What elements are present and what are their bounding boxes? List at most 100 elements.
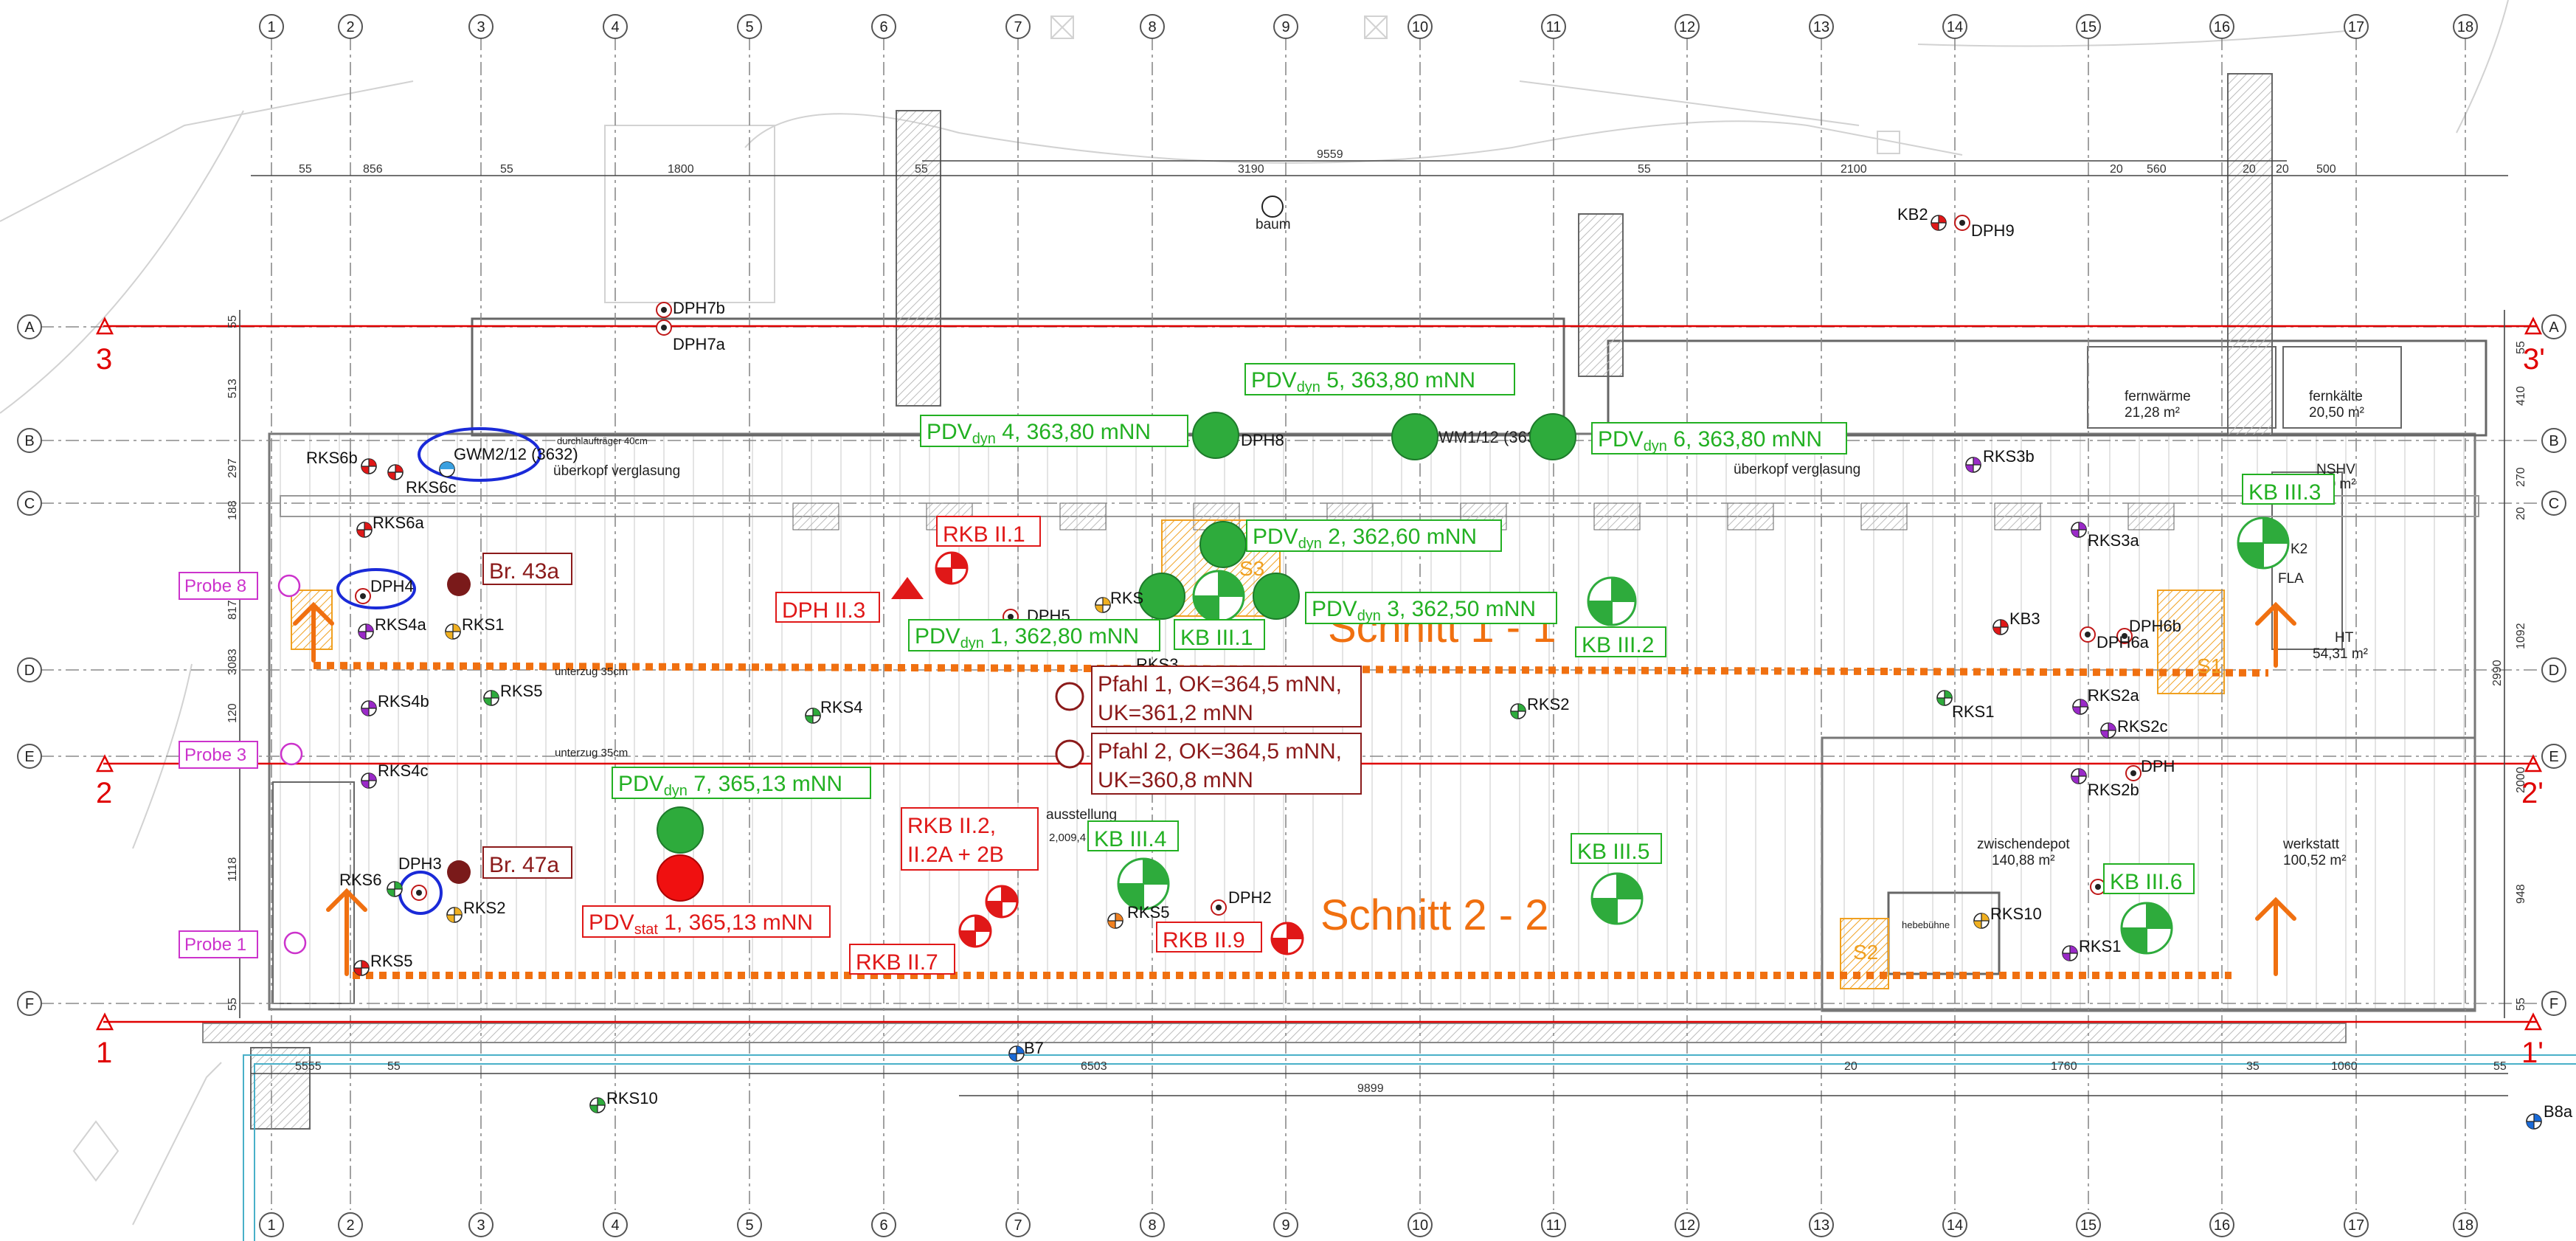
section-markers: 3 2 1 3' 2' 1' — [95, 317, 2545, 1069]
dim-right: 270 — [2515, 467, 2527, 487]
pdv-stat1-point — [657, 854, 704, 902]
kb-iii2-label-text: KB III.2 — [1582, 633, 1654, 657]
br47a-label: Br. 47a — [482, 846, 572, 879]
dph-kb-iii6-symbol — [2090, 879, 2106, 895]
br47a-label-text: Br. 47a — [489, 853, 559, 877]
grid-column-bubble: 4 — [603, 14, 628, 39]
pdv-stat1-label-text: PDVstat 1, 365,13 mNN — [589, 910, 813, 938]
kb-iii5-label-text: KB III.5 — [1577, 840, 1649, 864]
grid-column-label: 8 — [1148, 19, 1156, 35]
dim-top: 560 — [2147, 163, 2167, 176]
grid-row-bubble: A — [17, 314, 42, 339]
grid-column-bubble: 10 — [1408, 14, 1433, 39]
grid-column-bubble: 5 — [737, 1212, 762, 1237]
rks6b-symbol-label: RKS6b — [306, 449, 358, 467]
kb-iii2-label: KB III.2 — [1575, 626, 1666, 657]
probe1-label: Probe 1 — [184, 935, 246, 955]
grid-column-label: 12 — [1679, 1217, 1695, 1234]
dim-left: 3083 — [226, 649, 239, 675]
pdv6-point — [1529, 413, 1576, 460]
dim-left: 55 — [226, 315, 239, 328]
rks1-br-symbol: RKS1 — [2062, 937, 2121, 961]
s2-label: S2 — [1853, 941, 1878, 964]
grid-row-bubble: B — [2541, 428, 2566, 453]
grid-column-bubble: 3 — [468, 1212, 494, 1237]
rkb-ii7-label: RKB II.7 — [849, 944, 955, 975]
pfahl2-label: Pfahl 2, OK=364,5 mNN,UK=360,8 mNN — [1091, 733, 1362, 795]
gwm2-symbol: GWM2/12 (3632) — [439, 445, 578, 477]
dph7b-symbol-label: DPH7b — [673, 299, 725, 317]
schnitt-2-label: Schnitt 2 - 2 — [1320, 891, 1548, 939]
grid-row-bubble: C — [2541, 491, 2566, 516]
dim-right: 948 — [2515, 884, 2527, 904]
dph4-symbol: DPH4 — [355, 577, 414, 604]
dim-left: 1118 — [226, 857, 239, 882]
grid-column-bubble: 2 — [338, 1212, 363, 1237]
dim-bottom: 55 — [2493, 1060, 2507, 1073]
pdv4-label-text: PDVdyn 4, 363,80 mNN — [927, 420, 1151, 447]
grid-column-bubble: 9 — [1273, 14, 1298, 39]
grid-row-label: F — [2549, 996, 2558, 1012]
rks5-top-symbol-label: RKS5 — [500, 682, 542, 700]
rkb-ii1-label-text: RKB II.1 — [943, 522, 1025, 547]
grid-column-label: 10 — [1412, 19, 1428, 35]
pfahl2-label-text: Pfahl 2, OK=364,5 mNN, — [1098, 739, 1342, 764]
dph6a-symbol: DPH6a — [2097, 628, 2150, 651]
room-ausstellung: ausstellung — [1046, 807, 1117, 823]
grid-row-label: D — [24, 663, 35, 679]
rks2c-symbol: RKS2c — [2100, 717, 2167, 739]
room-ht-area: 54,31 m² — [2313, 646, 2368, 662]
tree-symbol — [1261, 196, 1284, 218]
dph7b-symbol: DPH7b — [656, 299, 725, 318]
rks2c-symbol-label: RKS2c — [2117, 717, 2167, 736]
label-durchlauftraeger: durchlaufträger 40cm — [557, 435, 648, 446]
label-gwm1: WM1/12 (363 — [1438, 428, 1536, 446]
grid-column-bubble: 17 — [2344, 1212, 2369, 1237]
rks6-symbol: RKS6 — [339, 871, 403, 897]
rkb-symbol — [985, 885, 1019, 919]
dph3-symbol: DPH3 — [398, 854, 442, 901]
rks3-symbol-label: RKS — [1110, 589, 1143, 607]
probe8-label: Probe 8 — [184, 576, 246, 596]
grid-row-label: D — [2549, 663, 2559, 679]
br43a-label: Br. 43a — [482, 553, 572, 585]
grid-row-bubble: D — [2541, 657, 2566, 682]
grid-column-label: 5 — [745, 19, 753, 35]
label-baum: baum — [1256, 217, 1291, 232]
rks4c-symbol-label: RKS4c — [378, 761, 428, 780]
dim-top: 55 — [1638, 163, 1651, 176]
grid-column-label: 1 — [267, 1217, 275, 1234]
dph6b-symbol-label: DPH6b — [2129, 617, 2181, 635]
kb3-symbol-label: KB3 — [2009, 609, 2040, 628]
section-path-orange — [313, 662, 2269, 979]
grid-labels: 1122334455667788991010111112121313141415… — [17, 14, 2566, 1237]
dim-right: 410 — [2515, 386, 2527, 406]
dim-left: 817 — [226, 600, 239, 620]
probe-markers: Probe 8 Probe 3 Probe 1 — [179, 572, 307, 958]
section-arrows — [293, 601, 2296, 976]
dph9-symbol: DPH9 — [1954, 215, 2015, 240]
s1-label: S1 — [2197, 654, 2222, 677]
section-mark-right-1: 1' — [2521, 1037, 2544, 1069]
dim-bottom: 35 — [2246, 1060, 2260, 1073]
dph7a-symbol — [656, 319, 672, 336]
grid-column-bubble: 8 — [1140, 14, 1165, 39]
rks1-left-symbol-label: RKS1 — [462, 615, 504, 634]
grid-column-label: 15 — [2080, 1217, 2097, 1234]
grid-column-label: 18 — [2457, 19, 2473, 35]
dim-bottom: 1060 — [2331, 1060, 2358, 1073]
grid-row-label: A — [2549, 319, 2559, 336]
grid-row-bubble: F — [17, 991, 42, 1016]
rks4b-symbol-label: RKS4b — [378, 692, 429, 711]
rkb-ii9-label-text: RKB II.9 — [1163, 928, 1245, 953]
rks3a-symbol: RKS3a — [2071, 522, 2139, 550]
room-zwischendepot: zwischendepot — [1977, 837, 2070, 852]
grid-column-bubble: 18 — [2453, 14, 2478, 39]
grid-column-label: 16 — [2214, 1217, 2230, 1234]
rks10-mid-symbol: RKS10 — [1973, 905, 2042, 929]
section-mark-left-1: 1 — [96, 1037, 112, 1069]
dim-top: 9559 — [1317, 148, 1343, 161]
room-fernkaelte-area: 20,50 m² — [2309, 405, 2364, 421]
